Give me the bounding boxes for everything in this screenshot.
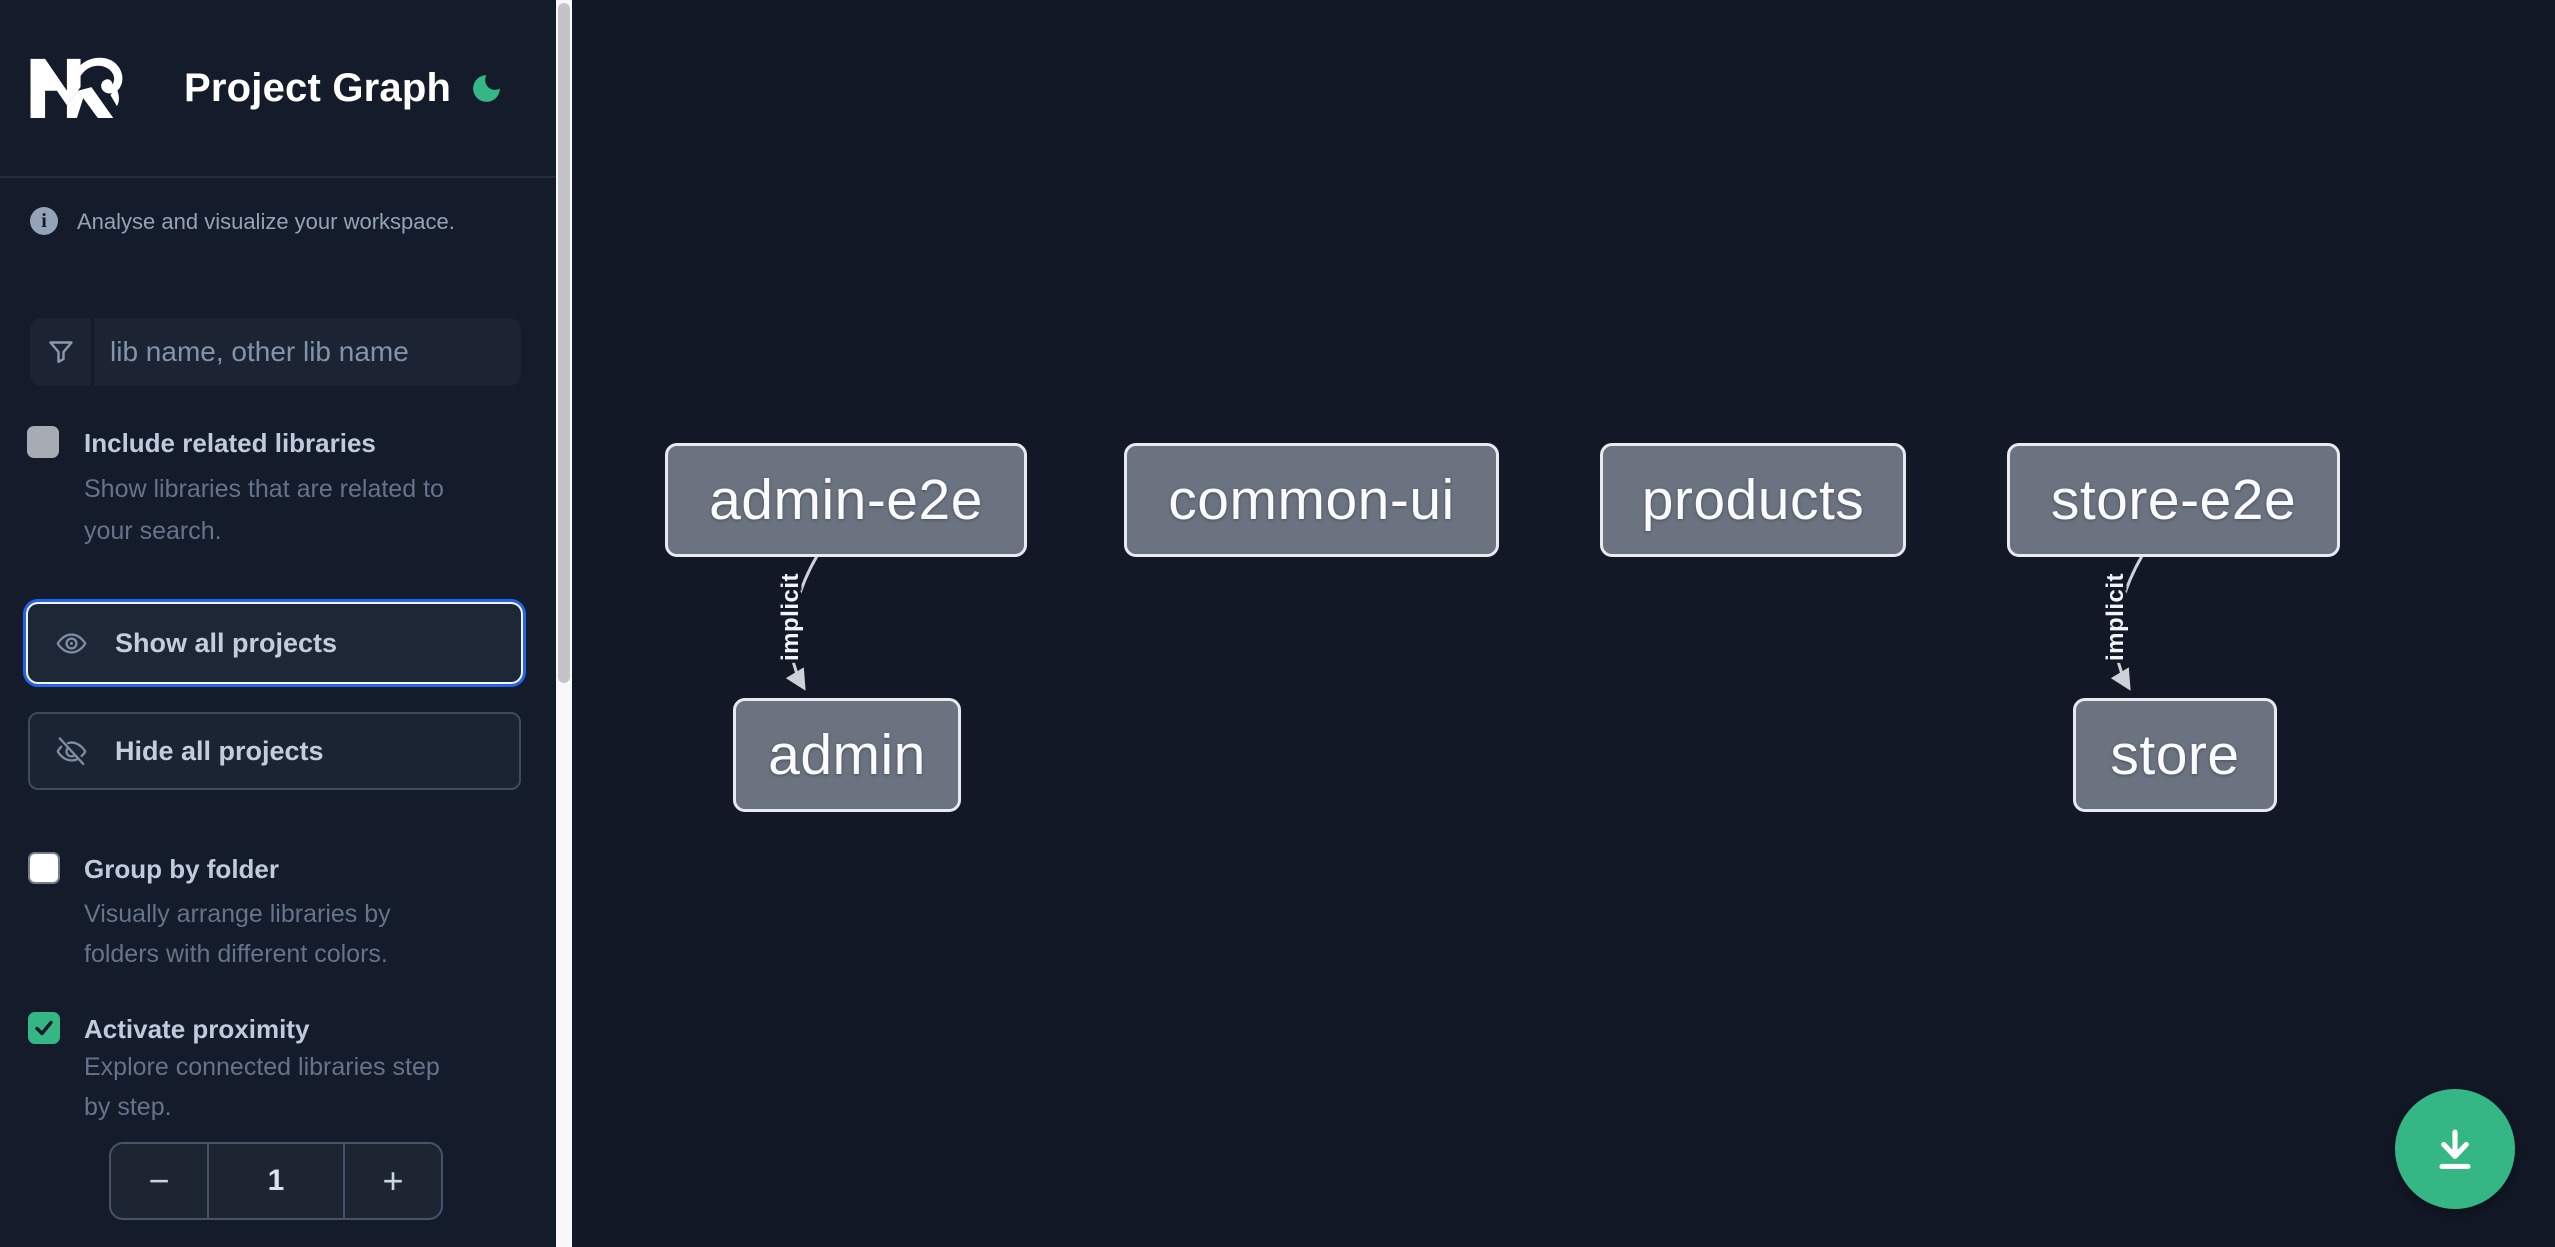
info-icon xyxy=(30,207,58,235)
funnel-icon xyxy=(30,318,94,386)
intro-text: Analyse and visualize your workspace. xyxy=(77,209,455,234)
increment-button[interactable]: + xyxy=(382,1160,404,1201)
download-image-button[interactable] xyxy=(2395,1089,2515,1209)
edge-admin-e2e-to-admin xyxy=(785,555,819,691)
activate-proximity-desc-line1: Explore connected libraries step xyxy=(84,1053,440,1081)
sidebar-scrollbar-thumb[interactable] xyxy=(558,3,570,683)
graph-node-admin-e2e[interactable]: admin-e2e xyxy=(665,443,1027,557)
group-by-folder-desc-line2: folders with different colors. xyxy=(84,940,388,968)
edge-label-implicit-store: implicit xyxy=(2102,573,2129,661)
show-all-projects-label: Show all projects xyxy=(115,627,338,658)
checkmark-icon xyxy=(35,1020,53,1036)
edge-store-e2e-to-store xyxy=(2110,555,2144,691)
eye-icon xyxy=(56,632,87,654)
activate-proximity-label: Activate proximity xyxy=(84,1014,310,1044)
include-related-desc-line1: Show libraries that are related to xyxy=(84,475,444,503)
moon-icon[interactable] xyxy=(470,72,503,105)
hide-all-projects-button[interactable]: Hide all projects xyxy=(28,712,521,790)
sidebar: Project Graph Analyse and visualize your… xyxy=(0,0,556,1247)
graph-node-common-ui[interactable]: common-ui xyxy=(1124,443,1499,557)
graph-node-store-e2e[interactable]: store-e2e xyxy=(2007,443,2340,557)
graph-node-admin[interactable]: admin xyxy=(733,698,961,812)
group-by-folder-desc-line1: Visually arrange libraries by xyxy=(84,900,391,928)
page-title: Project Graph xyxy=(184,66,452,110)
include-related-desc-line2: your search. xyxy=(84,517,222,545)
header-divider xyxy=(0,176,556,178)
decrement-button[interactable]: − xyxy=(148,1160,170,1201)
show-all-projects-button[interactable]: Show all projects xyxy=(28,604,521,682)
nx-logo xyxy=(30,57,123,118)
graph-node-products[interactable]: products xyxy=(1600,443,1906,557)
activate-proximity-desc-line2: by step. xyxy=(84,1093,172,1121)
proximity-depth-value: 1 xyxy=(207,1144,345,1218)
activate-proximity-checkbox[interactable] xyxy=(28,1012,60,1044)
eye-off-icon xyxy=(56,736,87,765)
proximity-depth-stepper: − 1 + xyxy=(109,1142,443,1220)
graph-node-store[interactable]: store xyxy=(2073,698,2277,812)
group-by-folder-label: Group by folder xyxy=(84,854,279,884)
download-icon xyxy=(2439,1129,2471,1170)
hide-all-projects-label: Hide all projects xyxy=(115,735,324,766)
filter-input-group xyxy=(30,318,521,386)
group-by-folder-checkbox[interactable] xyxy=(28,852,60,884)
include-related-checkbox[interactable] xyxy=(27,426,59,458)
edge-label-implicit-admin: implicit xyxy=(777,573,804,661)
filter-input[interactable] xyxy=(94,318,521,386)
include-related-label: Include related libraries xyxy=(84,428,376,458)
